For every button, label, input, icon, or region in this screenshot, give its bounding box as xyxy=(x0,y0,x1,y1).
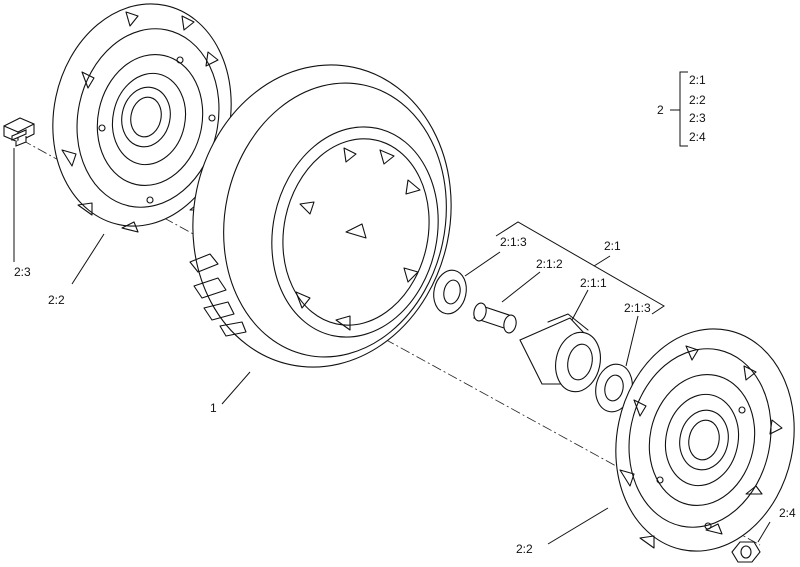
parts-legend: 2 2:1 2:2 2:3 2:4 xyxy=(657,73,706,144)
label-bearing-housing: 2:1:1 xyxy=(580,276,607,290)
label-tire: 1 xyxy=(210,401,217,415)
legend-child: 2:2 xyxy=(689,93,706,107)
tire xyxy=(189,64,452,368)
label-bearing-assembly: 2:1 xyxy=(604,239,621,253)
spacer-tube xyxy=(473,302,517,334)
hub-nut xyxy=(731,541,761,563)
bearing-housing xyxy=(519,313,601,393)
bearing-left xyxy=(433,269,467,315)
left-hub-half xyxy=(52,3,232,233)
legend-child: 2:4 xyxy=(689,130,706,144)
label-nut: 2:4 xyxy=(779,506,796,520)
label-bearing-right: 2:1:3 xyxy=(624,301,651,315)
callout-labels: 2:3 2:2 1 2:1:3 2:1:2 2:1:1 2:1:3 2:1 2:… xyxy=(14,235,796,556)
legend-child: 2:1 xyxy=(689,73,706,87)
bearing-right xyxy=(595,363,633,413)
right-hub-half xyxy=(615,328,795,552)
label-bearing-left: 2:1:3 xyxy=(500,235,527,249)
label-bolt: 2:3 xyxy=(14,265,31,279)
label-hub-right: 2:2 xyxy=(516,542,533,556)
hub-bolt xyxy=(3,117,35,147)
legend-parent: 2 xyxy=(657,103,664,117)
leader-lines xyxy=(13,71,771,545)
legend-child: 2:3 xyxy=(689,111,706,125)
label-hub-left: 2:2 xyxy=(48,293,65,307)
label-spacer-tube: 2:1:2 xyxy=(536,257,563,271)
